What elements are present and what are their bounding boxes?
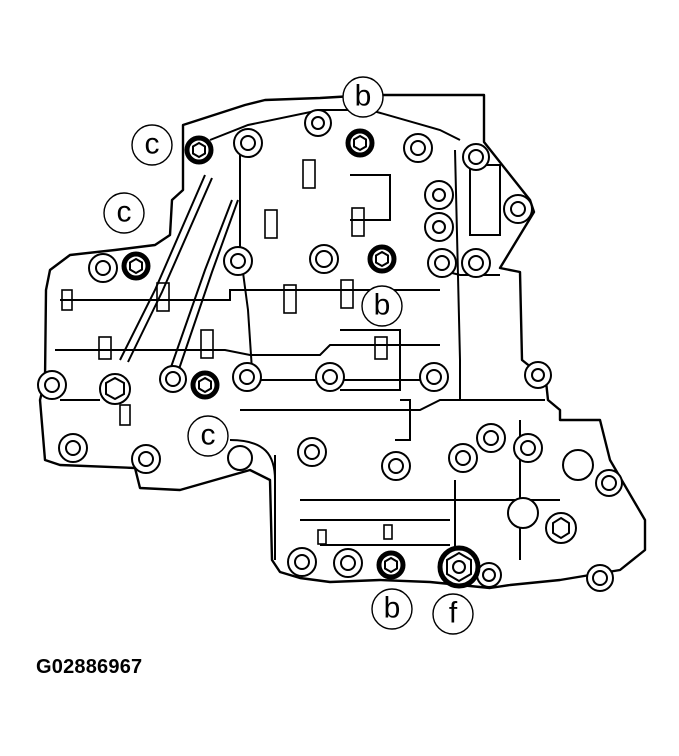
callout-b-top: b	[342, 76, 384, 118]
highlighted-bolts	[121, 128, 481, 589]
svg-text:c: c	[145, 128, 160, 161]
callout-f-bottom: f	[432, 593, 474, 635]
callout-b-bottom: b	[371, 588, 413, 630]
callouts: b c c b c b f	[103, 76, 474, 635]
bolt-c-3-icon	[190, 370, 220, 400]
callout-b-center: b	[361, 285, 403, 327]
callout-c-lower: c	[187, 415, 229, 457]
svg-text:c: c	[201, 419, 216, 452]
svg-text:b: b	[384, 592, 401, 625]
svg-text:c: c	[117, 196, 132, 229]
svg-text:b: b	[355, 80, 372, 113]
bolt-b-2-icon	[367, 244, 397, 274]
figure-id: G02886967	[36, 656, 143, 678]
bolt-b-3-icon	[376, 550, 406, 580]
bolt-b-1-icon	[345, 128, 375, 158]
valve-ports	[61, 159, 393, 545]
bolt-f-icon	[437, 545, 481, 589]
svg-text:b: b	[374, 289, 391, 322]
callout-c-left: c	[103, 192, 145, 234]
bolt-c-2-icon	[121, 251, 151, 281]
bolt-holes	[37, 109, 623, 592]
bolt-c-1-icon	[184, 135, 214, 165]
callout-c-upper: c	[131, 124, 173, 166]
valve-body-outline	[38, 93, 647, 590]
svg-text:f: f	[449, 597, 458, 630]
